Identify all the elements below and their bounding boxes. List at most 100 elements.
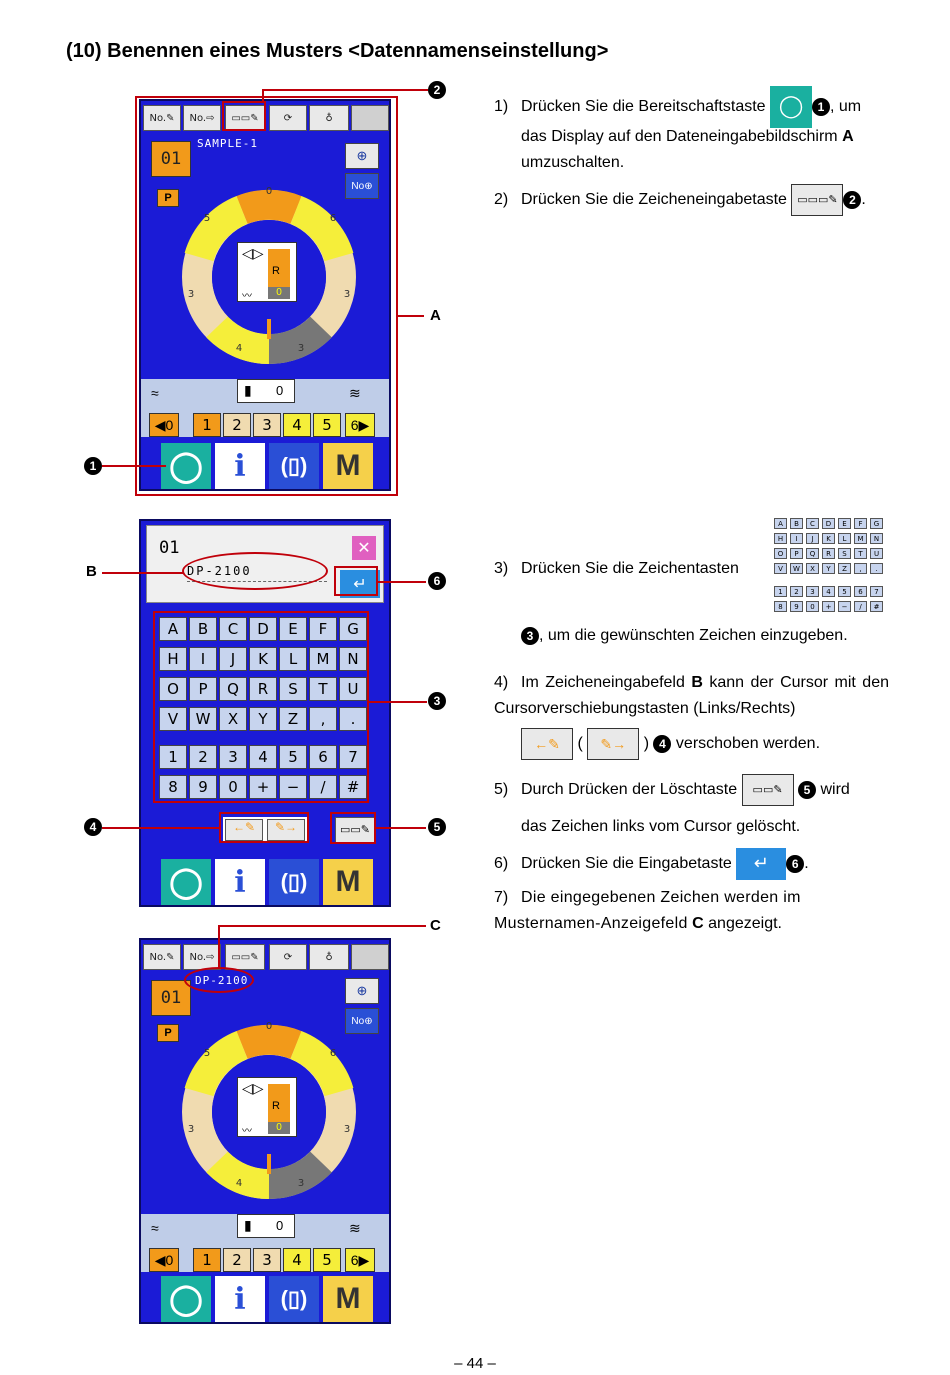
p-button[interactable]: P — [157, 189, 179, 207]
key-1-6[interactable]: N — [339, 647, 367, 671]
pattern-preview[interactable]: ◁▷ R 〰 0 — [237, 242, 297, 302]
key-4-0[interactable]: 1 — [159, 745, 187, 769]
num-btn-2[interactable]: 2 — [223, 1248, 251, 1272]
p-button[interactable]: P — [157, 1024, 179, 1042]
pattern-preview[interactable]: ◁▷ R 〰 0 — [237, 1077, 297, 1137]
toolbar-btn-pattern-no[interactable]: No.✎ — [143, 105, 181, 131]
enter-button[interactable]: ↵ — [340, 570, 380, 598]
key-3-1[interactable]: W — [189, 707, 217, 731]
key-2-1[interactable]: P — [189, 677, 217, 701]
num-btn-1[interactable]: 1 — [193, 1248, 221, 1272]
key-2-3[interactable]: R — [249, 677, 277, 701]
toolbar-btn-counter[interactable]: ⟳ — [269, 105, 307, 131]
num-btn-5[interactable]: 5 — [313, 413, 341, 437]
close-button[interactable]: ✕ — [352, 536, 376, 560]
zoom-button[interactable]: ⊕ — [345, 143, 379, 169]
toolbar-btn-pattern-no[interactable]: No.✎ — [143, 944, 181, 970]
num-btn-2[interactable]: 2 — [223, 413, 251, 437]
key-3-5[interactable]: , — [309, 707, 337, 731]
key-0-1[interactable]: B — [189, 617, 217, 641]
cursor-left-button[interactable]: ←✎ — [225, 819, 263, 841]
ring-label-mid-right: 3 — [344, 1124, 350, 1135]
ready-button[interactable]: ◯ — [161, 443, 211, 489]
key-3-4[interactable]: Z — [279, 707, 307, 731]
toolbar-btn-empty[interactable] — [351, 105, 389, 131]
toolbar-btn-thread[interactable]: ♁ — [309, 944, 349, 970]
key-4-4[interactable]: 5 — [279, 745, 307, 769]
no-zoom-button[interactable]: No⊕ — [345, 1008, 379, 1034]
toolbar-btn-empty[interactable] — [351, 944, 389, 970]
key-0-5[interactable]: F — [309, 617, 337, 641]
key-4-1[interactable]: 2 — [189, 745, 217, 769]
info-button[interactable]: i — [215, 443, 265, 489]
key-3-2[interactable]: X — [219, 707, 247, 731]
key-5-2[interactable]: 0 — [219, 775, 247, 799]
key-1-0[interactable]: H — [159, 647, 187, 671]
key-4-3[interactable]: 4 — [249, 745, 277, 769]
num-btn-4[interactable]: 4 — [283, 1248, 311, 1272]
key-5-1[interactable]: 9 — [189, 775, 217, 799]
info-button[interactable]: i — [215, 1276, 265, 1322]
key-2-6[interactable]: U — [339, 677, 367, 701]
key-5-4[interactable]: − — [279, 775, 307, 799]
key-3-6[interactable]: . — [339, 707, 367, 731]
key-4-5[interactable]: 6 — [309, 745, 337, 769]
key-0-3[interactable]: D — [249, 617, 277, 641]
toolbar-btn-pattern-select[interactable]: No.⇨ — [183, 105, 221, 131]
num-btn-6[interactable]: 6▶ — [345, 413, 375, 437]
mode-button[interactable]: M — [323, 1276, 373, 1322]
key-1-2[interactable]: J — [219, 647, 247, 671]
communication-button[interactable]: (▯) — [269, 1276, 319, 1322]
key-2-0[interactable]: O — [159, 677, 187, 701]
cursor-right-button[interactable]: ✎→ — [267, 819, 305, 841]
key-2-2[interactable]: Q — [219, 677, 247, 701]
toolbar-btn-counter[interactable]: ⟳ — [269, 944, 307, 970]
center-label-r: R — [272, 265, 280, 277]
num-btn-0[interactable]: ◀0 — [149, 1248, 179, 1272]
key-0-4[interactable]: E — [279, 617, 307, 641]
mode-button[interactable]: M — [323, 443, 373, 489]
key-4-2[interactable]: 3 — [219, 745, 247, 769]
num-btn-4[interactable]: 4 — [283, 413, 311, 437]
pattern-number[interactable]: 01 — [151, 141, 191, 177]
key-5-0[interactable]: 8 — [159, 775, 187, 799]
num-btn-5[interactable]: 5 — [313, 1248, 341, 1272]
key-1-5[interactable]: M — [309, 647, 337, 671]
num-btn-3[interactable]: 3 — [253, 1248, 281, 1272]
key-0-2[interactable]: C — [219, 617, 247, 641]
mode-button[interactable]: M — [323, 859, 373, 905]
num-btn-6[interactable]: 6▶ — [345, 1248, 375, 1272]
key-1-3[interactable]: K — [249, 647, 277, 671]
key-0-6[interactable]: G — [339, 617, 367, 641]
no-zoom-button[interactable]: No⊕ — [345, 173, 379, 199]
counter-box[interactable]: ▮ 0 — [237, 379, 295, 403]
toolbar-btn-pattern-select[interactable]: No.⇨ — [183, 944, 221, 970]
zoom-button[interactable]: ⊕ — [345, 978, 379, 1004]
counter-box[interactable]: ▮ 0 — [237, 1214, 295, 1238]
info-button[interactable]: i — [215, 859, 265, 905]
key-5-5[interactable]: / — [309, 775, 337, 799]
mini-key-3-5: , — [854, 563, 867, 574]
key-2-5[interactable]: T — [309, 677, 337, 701]
key-5-6[interactable]: # — [339, 775, 367, 799]
key-0-0[interactable]: A — [159, 617, 187, 641]
toolbar-btn-char-input[interactable]: ▭▭✎ — [225, 944, 265, 970]
toolbar-btn-thread[interactable]: ♁ — [309, 105, 349, 131]
ready-button[interactable]: ◯ — [161, 859, 211, 905]
key-3-3[interactable]: Y — [249, 707, 277, 731]
key-1-1[interactable]: I — [189, 647, 217, 671]
communication-button[interactable]: (▯) — [269, 443, 319, 489]
callout-1-inline: 1 — [812, 98, 831, 116]
num-btn-3[interactable]: 3 — [253, 413, 281, 437]
num-btn-0[interactable]: ◀0 — [149, 413, 179, 437]
key-3-0[interactable]: V — [159, 707, 187, 731]
key-1-4[interactable]: L — [279, 647, 307, 671]
pattern-number[interactable]: 01 — [151, 980, 191, 1016]
ready-button[interactable]: ◯ — [161, 1276, 211, 1322]
key-4-6[interactable]: 7 — [339, 745, 367, 769]
key-5-3[interactable]: + — [249, 775, 277, 799]
communication-button[interactable]: (▯) — [269, 859, 319, 905]
num-btn-1[interactable]: 1 — [193, 413, 221, 437]
frame-a — [135, 96, 398, 496]
key-2-4[interactable]: S — [279, 677, 307, 701]
